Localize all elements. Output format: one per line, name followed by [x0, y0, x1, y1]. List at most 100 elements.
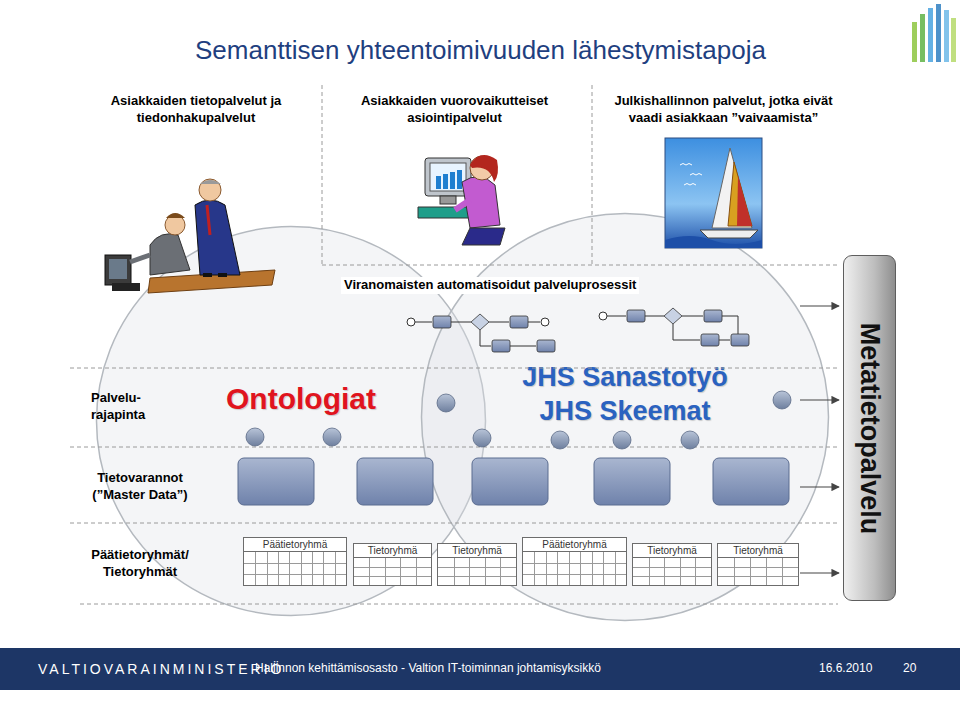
sailboat-photo: [665, 138, 762, 248]
logo-bar: [928, 8, 933, 62]
grid-line: [782, 558, 783, 585]
grid-line: [385, 558, 386, 585]
grid-line: [766, 558, 767, 585]
footer-unit: Hallinnon kehittämisosasto - Valtion IT-…: [255, 661, 601, 677]
standing-man-head: [199, 179, 221, 201]
standing-man-body: [195, 200, 240, 275]
monitor-stand: [440, 196, 456, 204]
process-decision: [664, 308, 682, 324]
grid-line: [633, 576, 711, 577]
grid-line: [369, 558, 370, 585]
concept-title: JHS Skeemat: [539, 395, 710, 429]
computer-monitor: [105, 255, 131, 285]
seagull: [680, 164, 692, 166]
process-step: [731, 334, 749, 346]
process-line: [527, 322, 540, 323]
table-grid: [718, 558, 798, 585]
grid-line: [546, 552, 547, 585]
sea-wave: [665, 236, 762, 248]
boat-hull: [700, 230, 758, 238]
data-group-table: Päätietoryhmä: [243, 537, 347, 586]
logo-bar: [920, 14, 925, 62]
data-group-table: Päätietoryhmä: [522, 537, 627, 586]
column-heading: Asiakkaiden vuorovaikutteiset asiointipa…: [347, 93, 562, 127]
standing-man-hair: [200, 180, 221, 184]
concept-title: Ontologiat: [226, 380, 376, 418]
interface-dot: [437, 394, 455, 412]
process-line: [489, 322, 509, 323]
interface-dot: [613, 431, 631, 449]
row-label: Päätietoryhmät/ Tietoryhmät: [76, 547, 204, 581]
master-data-box: [238, 458, 314, 505]
circle-shape: [422, 214, 829, 621]
slide-title: Semanttisen yhteentoimivuuden lähestymis…: [195, 35, 766, 66]
process-decision: [471, 314, 489, 330]
process-line: [509, 346, 536, 347]
table-grid: [523, 552, 626, 585]
interface-dot: [246, 428, 264, 446]
process-step: [627, 310, 645, 322]
sail-stripe: [737, 176, 752, 226]
grid-line: [400, 558, 401, 585]
grid-line: [301, 552, 302, 585]
grid-line: [534, 552, 535, 585]
row-label: Tietovarannot (”Master Data”): [76, 470, 204, 504]
sail-stripe: [728, 162, 752, 226]
grid-line: [750, 558, 751, 585]
sail: [712, 148, 752, 228]
ministry-name: VALTIOVARAINMINISTERIÖ: [38, 660, 284, 678]
metadata-arrow: [800, 399, 839, 400]
metadata-arrow: [800, 572, 839, 573]
monitor-screen: [430, 163, 466, 191]
grid-line: [718, 576, 798, 577]
metadata-service-box: Metatietopalvelu: [843, 255, 896, 601]
seated-man-arm: [130, 255, 150, 262]
screen-chart-bar: [450, 172, 455, 189]
grid-line: [267, 552, 268, 585]
grid-line: [255, 552, 256, 585]
logo-bar: [912, 22, 917, 62]
grid-line: [289, 552, 290, 585]
grid-line: [580, 552, 581, 585]
chair: [462, 228, 505, 245]
data-group-table: Tietoryhmä: [353, 543, 432, 586]
grid-line: [438, 576, 516, 577]
process-line: [645, 316, 664, 317]
page-number: 20: [903, 661, 916, 677]
process-event: [599, 312, 607, 320]
seagull: [684, 184, 696, 186]
metadata-arrow: [800, 486, 839, 487]
woman-hair: [470, 155, 498, 182]
dashed-separator: [70, 368, 838, 369]
process-step: [433, 316, 451, 328]
grid-line: [312, 552, 313, 585]
logo-bar: [936, 4, 941, 62]
shoe: [203, 273, 212, 277]
process-step: [510, 316, 528, 328]
grid-line: [664, 558, 665, 585]
interface-dot: [681, 431, 699, 449]
metadata-arrow: [800, 305, 839, 306]
woman-arm: [455, 200, 470, 210]
process-line: [682, 316, 703, 317]
grid-line: [680, 558, 681, 585]
process-step: [492, 340, 510, 352]
footer-date: 16.6.2010: [819, 661, 872, 677]
grid-line: [500, 558, 501, 585]
table-grid: [633, 558, 711, 585]
master-data-box: [594, 458, 670, 505]
dashed-separator: [70, 447, 838, 448]
grid-line: [615, 552, 616, 585]
grid-line: [523, 574, 626, 575]
dashed-separator: [592, 85, 593, 265]
row-label: Palvelu- rajapinta: [91, 390, 159, 424]
process-heading: Viranomaisten automatisoidut palvelupros…: [341, 277, 639, 294]
grid-line: [438, 567, 516, 568]
data-group-table: Tietoryhmä: [437, 543, 517, 586]
monitor-screen: [109, 259, 127, 279]
seagull: [690, 174, 702, 176]
process-line: [415, 322, 432, 323]
table-header: Päätietoryhmä: [523, 538, 626, 552]
grid-line: [695, 558, 696, 585]
grid-line: [244, 563, 346, 564]
